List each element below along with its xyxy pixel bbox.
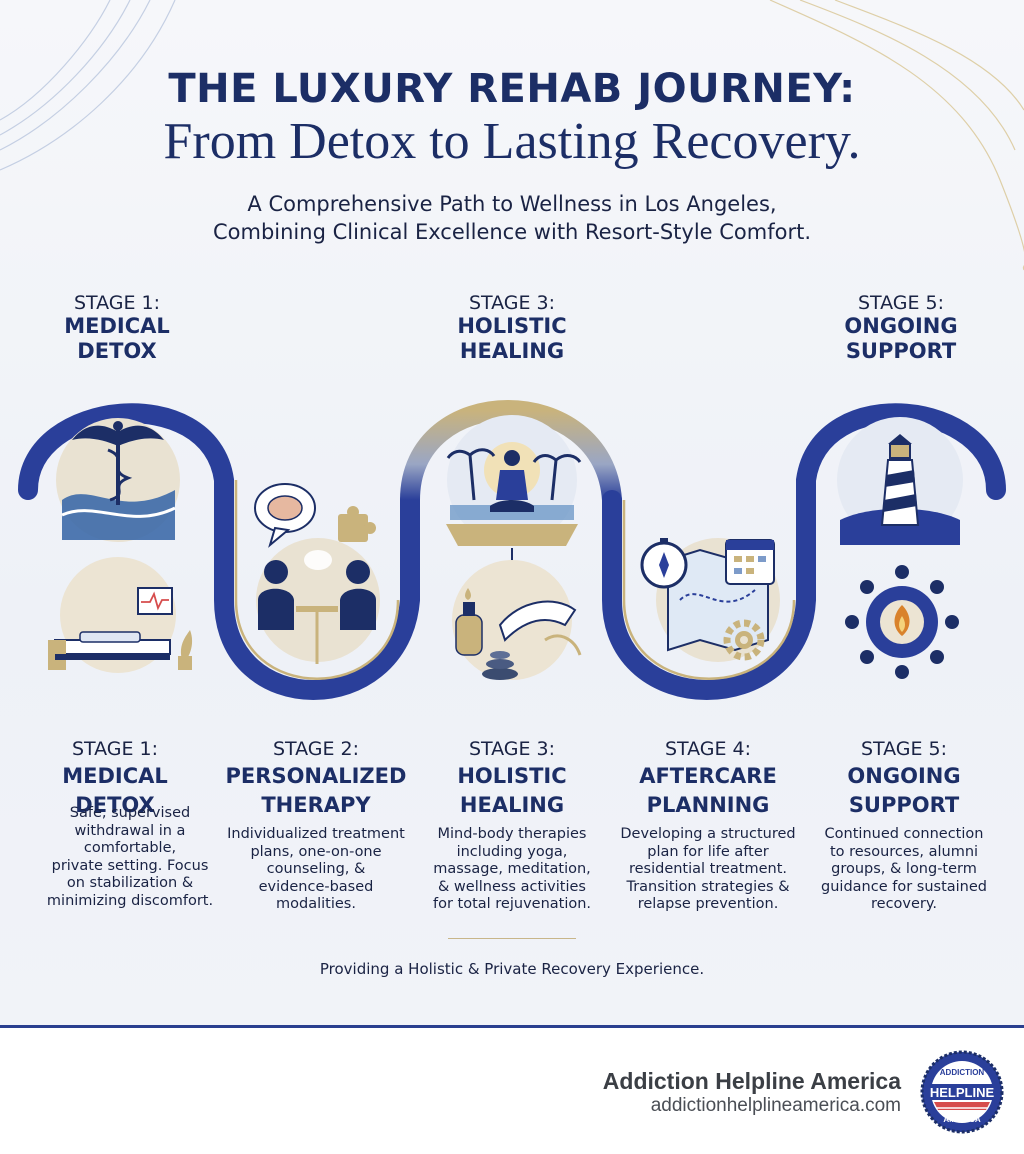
stage-number: STAGE 1: bbox=[73, 292, 161, 314]
gear-icon bbox=[723, 619, 765, 661]
plant-icon bbox=[178, 630, 193, 670]
stage-number: STAGE 3: bbox=[468, 292, 556, 314]
stage-name: DETOX bbox=[77, 339, 157, 363]
caduceus-icon bbox=[56, 418, 180, 542]
stage-name: HEALING bbox=[459, 793, 565, 817]
stones-icon bbox=[482, 651, 518, 680]
oil-bottle-icon bbox=[455, 588, 483, 656]
path-blue bbox=[18, 403, 420, 700]
stage-name: SUPPORT bbox=[848, 793, 960, 817]
stage-name: DETOX bbox=[75, 793, 155, 817]
description-line: including yoga, bbox=[456, 843, 568, 860]
page-title: THE LUXURY REHAB JOURNEY: bbox=[168, 66, 856, 112]
stage-name: HOLISTIC bbox=[457, 764, 567, 788]
stage-number: STAGE 1: bbox=[71, 738, 159, 760]
lighthouse-icon bbox=[837, 417, 963, 545]
stage-card-4: STAGE 4: AFTERCARE PLANNING Developing a… bbox=[610, 738, 806, 914]
bed-icon bbox=[48, 557, 176, 673]
journey-path bbox=[18, 400, 1006, 700]
description-line: massage, meditation, bbox=[433, 861, 591, 877]
description-line: plans, one-on-one bbox=[250, 843, 382, 860]
description-line: to resources, alumni bbox=[829, 843, 979, 860]
description-line: Transition strategies & bbox=[626, 878, 790, 895]
description-line: modalities. bbox=[276, 896, 356, 912]
description-line: groups, & long-term bbox=[831, 861, 977, 877]
stage-name: MEDICAL bbox=[64, 314, 170, 338]
stage-number: STAGE 5: bbox=[857, 292, 945, 314]
puzzle-icon bbox=[338, 506, 376, 542]
description-line: minimizing discomfort. bbox=[46, 892, 214, 909]
stage-description: Continued connection to resources, alumn… bbox=[806, 826, 1002, 914]
top-stage-5: STAGE 5: ONGOING SUPPORT bbox=[801, 292, 1001, 364]
stage-name: PLANNING bbox=[646, 793, 770, 817]
stage-card-1: STAGE 1: MEDICAL DETOX bbox=[17, 738, 213, 818]
description-line: Individualized treatment bbox=[227, 826, 405, 842]
brain-speech-icon bbox=[254, 483, 316, 548]
logo-bottom-text: AMERICA bbox=[943, 1115, 981, 1124]
stage-number: STAGE 5: bbox=[860, 738, 948, 760]
stage-description: Individualized treatment plans, one-on-o… bbox=[218, 826, 414, 914]
stage-card-5: STAGE 5: ONGOING SUPPORT Continued conne… bbox=[806, 738, 1002, 914]
stage-name: MEDICAL bbox=[62, 764, 168, 788]
stage-card-3: STAGE 3: HOLISTIC HEALING Mind-body ther… bbox=[414, 738, 610, 914]
description-line: Continued connection bbox=[824, 826, 984, 842]
counseling-icon bbox=[256, 538, 380, 664]
description-line: private setting. Focus bbox=[51, 857, 209, 874]
stage-number: STAGE 3: bbox=[468, 738, 556, 760]
calendar-icon bbox=[725, 539, 775, 585]
description-line: Mind-body therapies bbox=[437, 826, 587, 842]
palm-tree-icon bbox=[446, 448, 582, 501]
subtitle-line: A Comprehensive Path to Wellness in Los … bbox=[247, 192, 777, 216]
logo-top-text: ADDICTION bbox=[940, 1068, 985, 1077]
description-line: comfortable, bbox=[83, 840, 177, 856]
description-line: & wellness activities bbox=[438, 878, 586, 895]
yoga-icon bbox=[446, 415, 578, 546]
stage-description: Mind-body therapies including yoga, mass… bbox=[414, 826, 610, 914]
brand-url[interactable]: addictionhelplineamerica.com bbox=[650, 1095, 901, 1116]
divider bbox=[448, 938, 576, 939]
description-line: evidence-based bbox=[258, 878, 374, 895]
description-line: plan for life after bbox=[647, 843, 769, 860]
page-title-tagline: From Detox to Lasting Recovery. bbox=[163, 113, 861, 170]
monitor-icon bbox=[137, 587, 173, 615]
description-line: Developing a structured bbox=[620, 826, 796, 842]
brand-name: Addiction Helpline America bbox=[602, 1068, 901, 1094]
stage-number: STAGE 4: bbox=[664, 738, 752, 760]
stage-number: STAGE 2: bbox=[272, 738, 360, 760]
description-line: recovery. bbox=[871, 896, 937, 912]
page-subtitle: A Comprehensive Path to Wellness in Los … bbox=[0, 190, 1024, 246]
path-gold bbox=[400, 400, 622, 510]
description-line: for total rejuvenation. bbox=[432, 896, 592, 912]
description-line: guidance for sustained bbox=[821, 878, 987, 895]
stage-description: Safe, supervised withdrawal in a comfort… bbox=[30, 805, 230, 910]
top-stage-3: STAGE 3: HOLISTIC HEALING bbox=[412, 292, 612, 364]
description-line: counseling, & bbox=[266, 861, 366, 877]
description-line: withdrawal in a bbox=[74, 822, 186, 839]
top-stage-1: STAGE 1: MEDICAL DETOX bbox=[17, 292, 217, 364]
stage-name: ONGOING bbox=[847, 764, 961, 788]
stage-name: HOLISTIC bbox=[457, 314, 567, 338]
description-line: Safe, supervised bbox=[69, 805, 191, 821]
description-line: residential treatment. bbox=[628, 861, 788, 877]
stage-name: HEALING bbox=[459, 339, 565, 363]
tagline: Providing a Holistic & Private Recovery … bbox=[319, 960, 705, 978]
subtitle-line: Combining Clinical Excellence with Resor… bbox=[212, 220, 812, 244]
decorative-lines bbox=[0, 0, 1024, 271]
description-line: relapse prevention. bbox=[637, 896, 779, 912]
stage-name: THERAPY bbox=[261, 793, 371, 817]
stage-description: Developing a structured plan for life af… bbox=[610, 826, 806, 914]
stage-name: PERSONALIZED bbox=[225, 764, 407, 788]
stage-card-2: STAGE 2: PERSONALIZED THERAPY Individual… bbox=[218, 738, 414, 914]
logo-mid-text: HELPLINE bbox=[930, 1085, 995, 1100]
helpline-logo: HELPLINE ADDICTION AMERICA bbox=[920, 1050, 1004, 1134]
footer: Addiction Helpline America addictionhelp… bbox=[0, 1025, 1024, 1154]
stage-name: SUPPORT bbox=[845, 339, 957, 363]
compass-icon bbox=[640, 538, 688, 589]
community-flame-icon bbox=[845, 565, 959, 679]
infographic: THE LUXURY REHAB JOURNEY: From Detox to … bbox=[0, 0, 1024, 1025]
stage-name: AFTERCARE bbox=[639, 764, 777, 788]
description-line: on stabilization & bbox=[66, 875, 194, 891]
path-blue bbox=[602, 403, 1006, 700]
stage-name: ONGOING bbox=[844, 314, 958, 338]
